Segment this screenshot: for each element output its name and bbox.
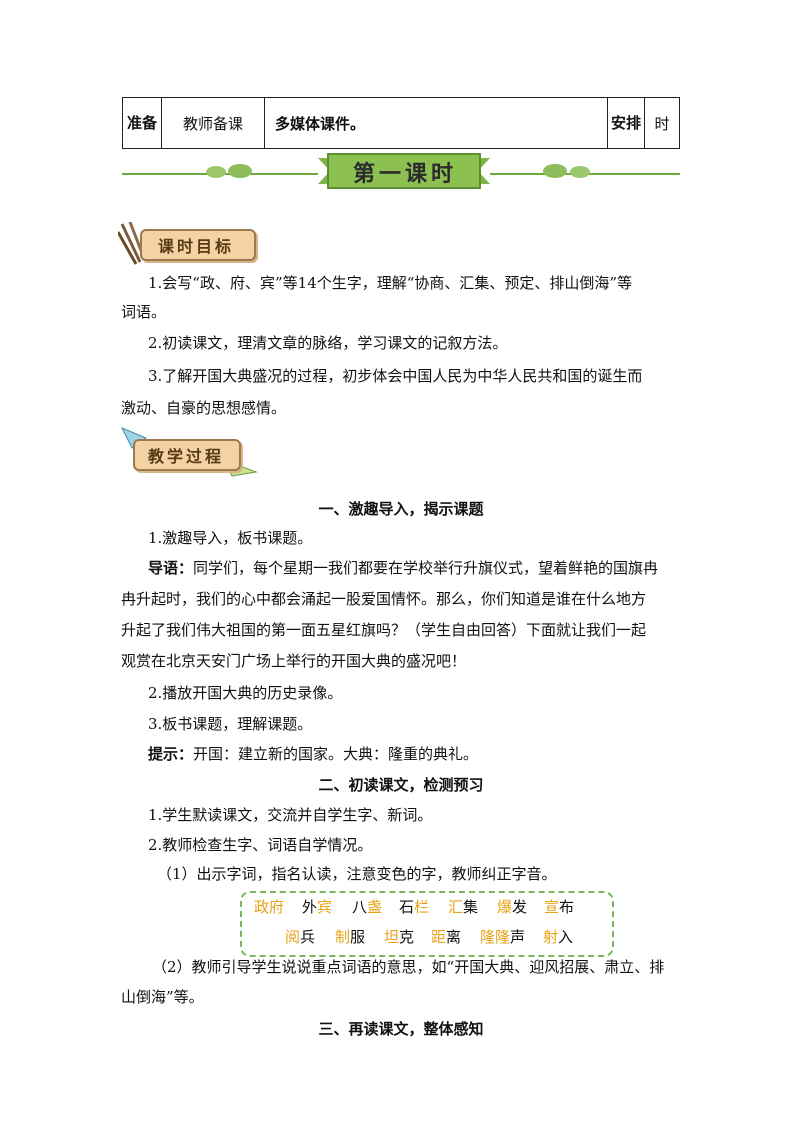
- leaf-icon: [206, 164, 590, 178]
- word-char: 离: [446, 928, 462, 946]
- goal-line: 3.了解开国大典盛况的过程，初步体会中国人民为中华人民共和国的诞生而: [148, 367, 643, 385]
- word-item: 八盏: [352, 896, 382, 917]
- goal-line: 1.会写“政、府、宾”等14个生字，理解“协商、汇集、预定、排山倒海”等: [148, 274, 633, 292]
- goal-line: 激动、自豪的思想感情。: [121, 399, 287, 417]
- highlight-char: 栏: [414, 898, 430, 916]
- highlight-char: 距: [431, 928, 447, 946]
- word-box: [240, 891, 614, 957]
- step-line: 3.板书课题，理解课题。: [148, 715, 313, 733]
- word-item: 阅兵: [285, 926, 315, 947]
- banner-ribbon: [318, 153, 490, 189]
- time-cell: 时: [644, 97, 680, 149]
- step-line: （1）出示字词，指名认读，注意变色的字，教师纠正字音。: [157, 865, 557, 883]
- section-heading: 一、激趣导入，揭示课题: [318, 500, 484, 518]
- word-item: 石栏: [399, 896, 429, 917]
- highlight-char: 爆: [497, 898, 513, 916]
- highlight-char: 盏: [367, 898, 383, 916]
- hint-text: 开国：建立新的国家。大典：隆重的典礼。: [193, 745, 479, 763]
- section-heading: 三、再读课文，整体感知: [318, 1020, 484, 1038]
- word-char: 入: [558, 928, 574, 946]
- intro-label: 导语：: [148, 559, 194, 577]
- hint-line: 提示：开国：建立新的国家。大典：隆重的典礼。: [148, 744, 681, 764]
- goal-line: 2.初读课文，理清文章的脉络，学习课文的记叙方法。: [148, 334, 508, 352]
- step-line: 1.学生默读课文，交流并自学生字、新词。: [148, 806, 433, 824]
- intro-line: 冉升起时，我们的心中都会涌起一股爱国情怀。那么，你们知道是谁在什么地方: [121, 590, 647, 608]
- materials-cell: 多媒体课件。: [264, 97, 608, 149]
- intro-text: 同学们，每个星期一我们都要在学校举行升旗仪式，望着鲜艳的国旗冉: [193, 559, 659, 577]
- highlight-char: 宾: [317, 898, 333, 916]
- word-char: 布: [559, 898, 575, 916]
- hint-label: 提示：: [148, 745, 194, 763]
- word-char: 石: [399, 898, 415, 916]
- highlight-char: 射: [543, 928, 559, 946]
- highlight-char: 宣: [544, 898, 560, 916]
- prep-table: 准备 教师备课 多媒体课件。 安排 时: [122, 97, 680, 149]
- arrange-label: 安排: [607, 97, 645, 149]
- word-char: 集: [463, 898, 479, 916]
- word-item: 坦克: [384, 926, 414, 947]
- word-char: 兵: [300, 928, 316, 946]
- goal-line: 词语。: [121, 303, 167, 321]
- highlight-char: 汇: [448, 898, 464, 916]
- word-char: 八: [352, 898, 368, 916]
- step-line: 2.播放开国大典的历史录像。: [148, 684, 343, 702]
- word-item: 汇集: [448, 896, 478, 917]
- teacher-prep-cell: 教师备课: [161, 97, 265, 149]
- highlight-char: 隆隆: [480, 928, 511, 946]
- step-line: 2.教师检查生字、词语自学情况。: [148, 836, 373, 854]
- intro-line: 升起了我们伟大祖国的第一面五星红旗吗？（学生自由回答）下面就让我们一起: [121, 621, 647, 639]
- word-char: 声: [510, 928, 526, 946]
- word-item: 爆发: [497, 896, 527, 917]
- word-char: 发: [512, 898, 528, 916]
- word-char: 外: [302, 898, 318, 916]
- goals-tag-label: 课时目标: [158, 237, 235, 256]
- highlight-char: 坦: [384, 928, 400, 946]
- word-item: 政府: [254, 896, 284, 917]
- intro-line: 导语：同学们，每个星期一我们都要在学校举行升旗仪式，望着鲜艳的国旗冉: [148, 558, 681, 578]
- step-line: 1.激趣导入，板书课题。: [148, 529, 313, 547]
- section-heading: 二、初读课文，检测预习: [318, 776, 484, 794]
- word-item: 射入: [543, 926, 573, 947]
- word-char: 克: [399, 928, 415, 946]
- prep-label: 准备: [122, 97, 162, 149]
- process-tag: [133, 439, 241, 471]
- word-char: 服: [350, 928, 366, 946]
- word-item: 宣布: [544, 896, 574, 917]
- highlight-char: 阅: [285, 928, 301, 946]
- word-item: 外宾: [302, 896, 332, 917]
- highlight-char: 政府: [254, 898, 285, 916]
- highlight-char: 制: [335, 928, 351, 946]
- process-tag-label: 教学过程: [148, 447, 225, 466]
- word-item: 距离: [431, 926, 461, 947]
- goals-tag: [140, 229, 256, 261]
- banner-title: 第一课时: [352, 162, 457, 187]
- word-item: 隆隆声: [480, 926, 525, 947]
- word-item: 制服: [335, 926, 365, 947]
- intro-line: 观赏在北京天安门广场上举行的开国大典的盛况吧！: [121, 652, 467, 670]
- step-line: 山倒海”等。: [121, 988, 204, 1006]
- step-line: （2）教师引导学生说说重点词语的意思，如“开国大典、迎风招展、肃立、排: [152, 958, 665, 976]
